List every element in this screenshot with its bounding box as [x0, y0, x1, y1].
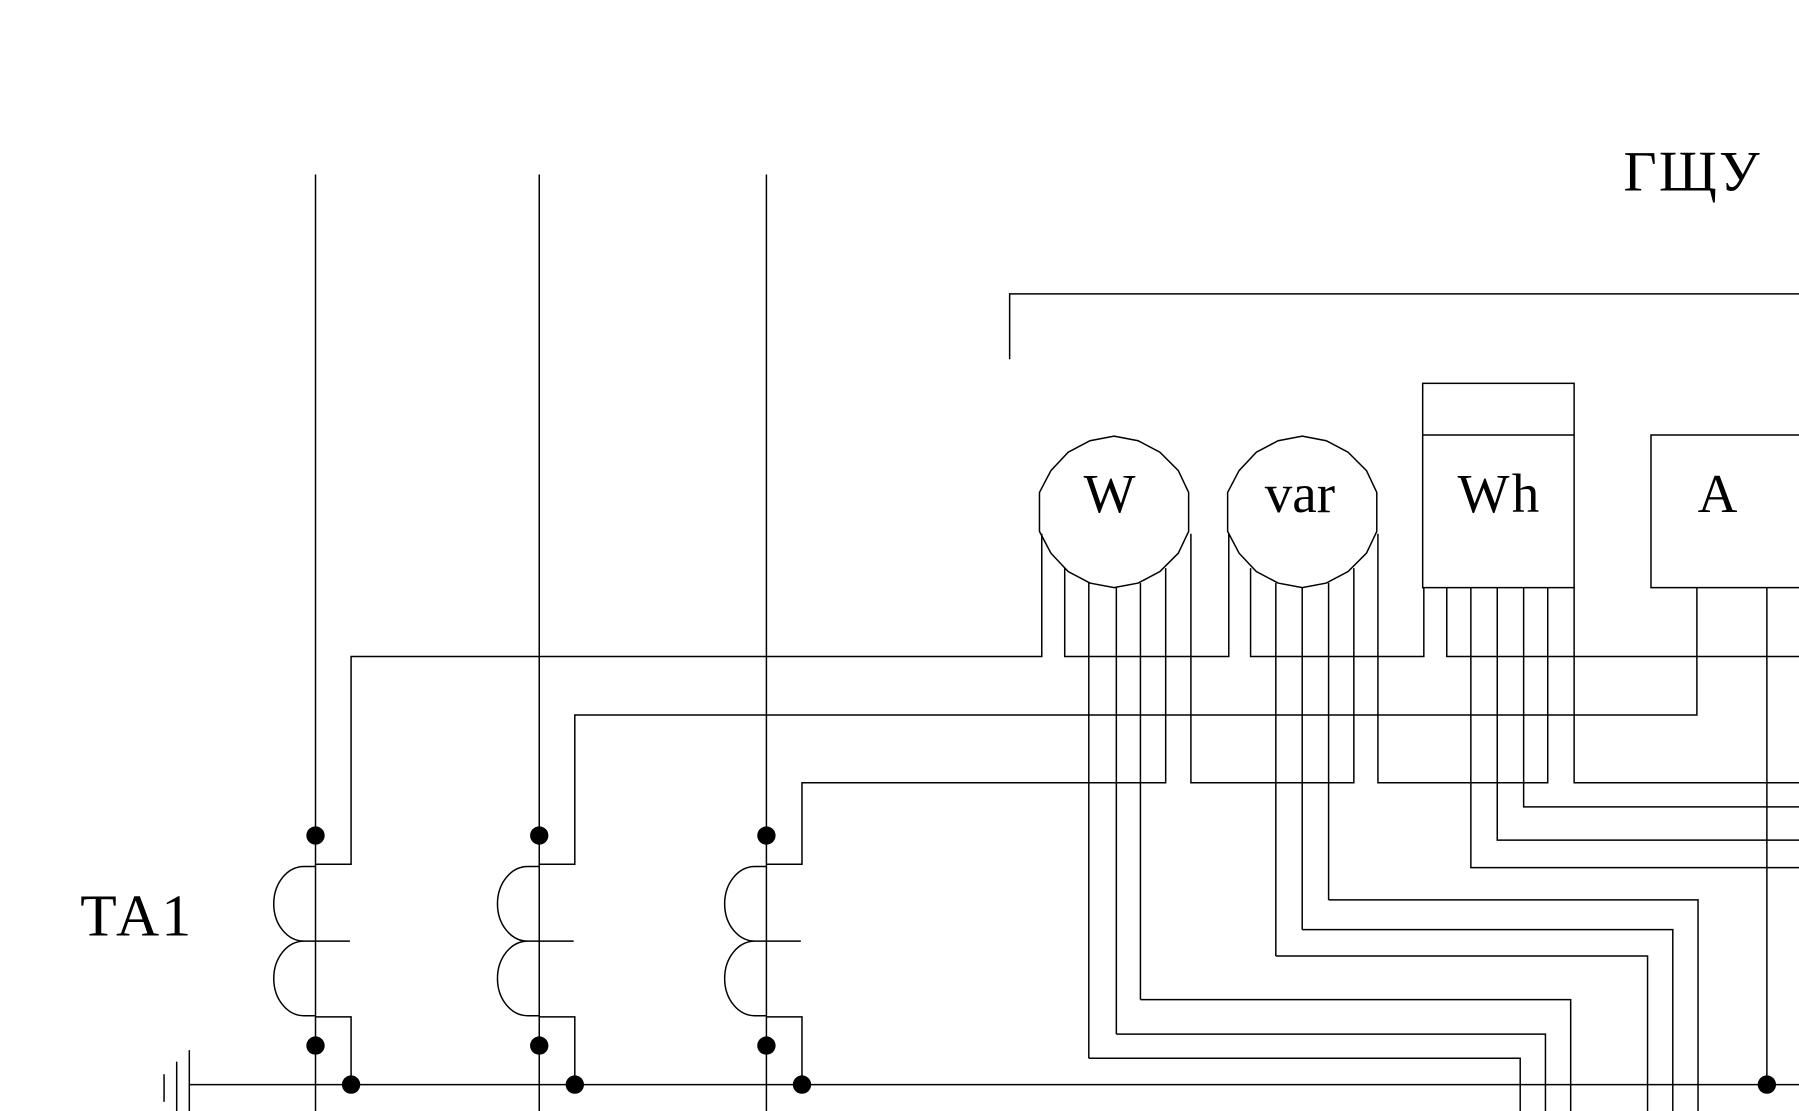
ct-coil-b	[496, 865, 574, 1017]
ct-coil-a	[272, 865, 350, 1017]
wattmeter-body	[1038, 435, 1190, 589]
ct-coil-c	[723, 865, 801, 1017]
energy-meter-body	[1421, 382, 1575, 589]
ct-lead-b-upper	[539, 587, 1698, 865]
ammeter-label: A	[1698, 463, 1738, 524]
wattmeter-label: W	[1083, 463, 1135, 524]
energy-meter-label: Wh	[1457, 463, 1541, 524]
ct-lead-a-upper	[315, 533, 1043, 865]
ct-lead-c-upper	[766, 568, 1167, 865]
ct-lead-a-lower	[315, 1016, 352, 1085]
transformer-label: ТА1	[80, 882, 193, 948]
ct-lead-c-lower	[766, 1016, 803, 1085]
varmeter-label: var	[1265, 463, 1335, 524]
ct-lead-b-lower	[539, 1016, 576, 1085]
panel-label: ГЩУ	[1623, 141, 1762, 204]
ammeter-body	[1650, 434, 1799, 589]
panel-boundary	[1008, 293, 1799, 360]
